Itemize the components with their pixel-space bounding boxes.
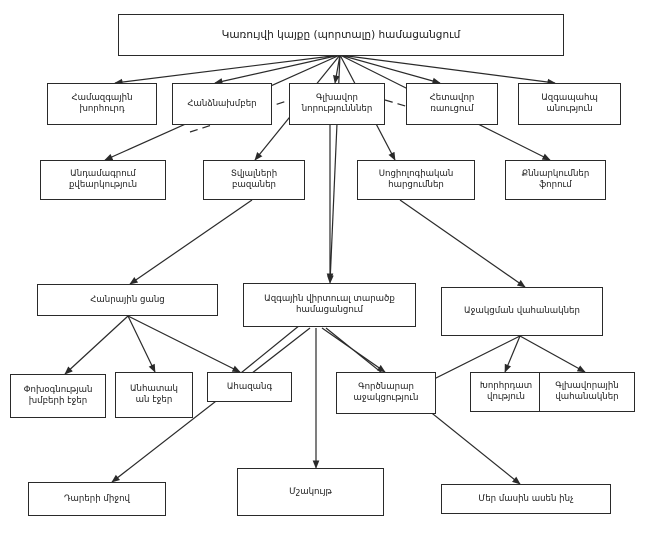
edge-hanrayin-ahazang (127, 315, 241, 373)
node-ahazang: Ահազանգ (207, 372, 292, 402)
node-darer: Դարերի միջով (28, 482, 166, 516)
node-antamagrum: Անդամագրում քվեարկություն (40, 160, 166, 200)
node-root: Կառույվի կայքը (պորտալը) համացանցում (118, 14, 564, 56)
edge-root-azgayin-anvt (339, 54, 556, 86)
edge-root-handznakhm (214, 54, 341, 85)
node-poxkaz: Փոխօգնության խմբերի էջեր (10, 374, 106, 418)
node-khorhrd: Խորհրդատ վություն (470, 372, 542, 412)
edge-hanrayin-poxkaz (64, 315, 129, 375)
edge-ajakc-khorhrd (504, 335, 521, 373)
node-mshakuyt: Մշակույթ (237, 468, 384, 516)
edge-ajakc-gortsnakan (419, 335, 521, 387)
edge-root-hetavor (339, 54, 441, 85)
node-handznakhm: Հանձնախմբեր (172, 83, 272, 125)
edge-root-glkhavor (333, 54, 341, 84)
edge-tvyalner-hanrayin (129, 199, 253, 285)
node-glxavor-vah: Գլխավորային վահանակներ (539, 372, 635, 412)
node-azgayin-anvt: Ազգապահպ անություն (518, 83, 621, 125)
edge-root-hamazg (114, 54, 341, 86)
node-hanrayin: Հանրային ցանց (37, 284, 218, 316)
node-hamazg: Համազգային խորհուրդ (47, 83, 157, 125)
node-tvyalner: Տվյալների բազաներ (203, 160, 305, 200)
node-gortsnakan: Գործնարար աջակցություն (336, 372, 436, 414)
node-vir: Ազգային վիրտուալ տարածք համացանցում (243, 283, 416, 327)
node-anhatakan: Անհատակ ան էջեր (115, 372, 193, 418)
node-qnnarkum: Քննարկումներ ֆորում (505, 160, 606, 200)
node-soc: Սոցիոլոգիական հարցումներ (357, 160, 475, 200)
node-glkhavor: Գլխավոր նորությունններ (289, 83, 385, 125)
edge-vir-darer (111, 327, 311, 483)
node-ajakc: Աջակցման վահանակներ (441, 287, 603, 336)
edge-ajakc-glxavor-vah (519, 335, 586, 373)
node-hetavor: Հետավոր ռաուցում (406, 83, 498, 125)
edge-hanrayin-anhatakan (127, 315, 156, 373)
node-mer: Մեր մասին ասեն ինչ (441, 484, 611, 514)
edge-soc-ajakc (399, 199, 526, 288)
